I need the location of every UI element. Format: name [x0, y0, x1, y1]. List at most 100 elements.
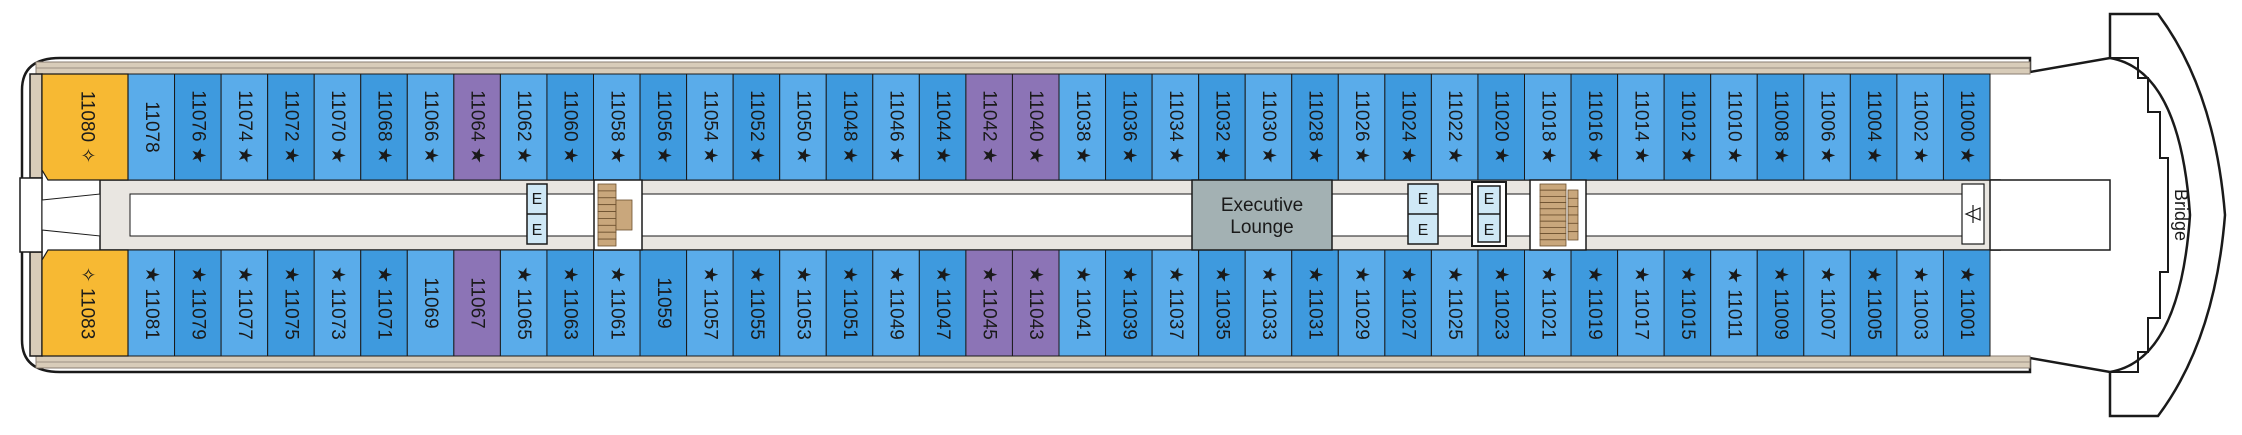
cabin-11034[interactable]: 11034 ★ — [1151, 73, 1200, 181]
cabin-11047[interactable]: ★ 11047 — [918, 249, 967, 357]
cabin-11053[interactable]: ★ 11053 — [779, 249, 827, 357]
cabin-11026[interactable]: 11026 ★ — [1337, 73, 1386, 181]
cabin-11014[interactable]: 11014 ★ — [1617, 73, 1665, 181]
cabin-11000[interactable]: 11000 ★ — [1942, 73, 1991, 181]
cabin-11057[interactable]: ★ 11057 — [686, 249, 734, 357]
cabin-11060[interactable]: 11060 ★ — [546, 73, 595, 181]
cabin-11049[interactable]: ★ 11049 — [872, 249, 920, 357]
cabin-11068[interactable]: 11068 ★ — [360, 73, 408, 181]
cabin-11043[interactable]: ★ 11043 — [1011, 249, 1060, 357]
cabin-11005[interactable]: ★ 11005 — [1849, 249, 1898, 357]
cabin-11001[interactable]: ★ 11001 — [1942, 249, 1991, 357]
cabin-11077[interactable]: ★ 11077 — [220, 249, 269, 357]
cabin-11061[interactable]: ★ 11061 — [593, 249, 641, 357]
cabin-11052[interactable]: 11052 ★ — [732, 73, 781, 181]
cabin-11007[interactable]: ★ 11007 — [1803, 249, 1851, 357]
cabin-11062[interactable]: 11062 ★ — [499, 73, 548, 181]
cabin-11027[interactable]: ★ 11027 — [1384, 249, 1432, 357]
cabin-number: 11068 ★ — [374, 90, 395, 164]
bow-frame — [2108, 12, 2227, 418]
cabin-11006[interactable]: 11006 ★ — [1803, 73, 1851, 181]
cabin-11021[interactable]: ★ 11021 — [1524, 249, 1572, 357]
cabin-11059[interactable]: 11059 — [639, 249, 688, 357]
cabin-11041[interactable]: ★ 11041 — [1058, 249, 1107, 357]
bottom-cabin-box — [1151, 249, 1200, 357]
cabin-11078[interactable]: 11078 — [127, 73, 176, 181]
cabin-11011[interactable]: ★ 11011 — [1710, 249, 1758, 357]
cabin-11025[interactable]: ★ 11025 — [1430, 249, 1479, 357]
suite-number: ✧ 11083 — [77, 267, 98, 340]
cabin-11067[interactable]: 11067 — [453, 249, 501, 357]
cabin-11009[interactable]: ★ 11009 — [1756, 249, 1805, 357]
cabin-11072[interactable]: 11072 ★ — [267, 73, 315, 181]
cabin-number: ★ 11055 — [746, 266, 767, 340]
cabin-11040[interactable]: 11040 ★ — [1011, 73, 1060, 181]
bow-walkway — [1989, 179, 2111, 251]
bottom-cabin-box — [1011, 249, 1060, 357]
cabin-11030[interactable]: 11030 ★ — [1244, 73, 1293, 181]
top-cabin-box — [965, 73, 1013, 181]
cabin-number: ★ 11001 — [1956, 266, 1977, 340]
cabin-11038[interactable]: 11038 ★ — [1058, 73, 1107, 181]
suite-11080[interactable]: 11080 ✧ — [41, 73, 129, 181]
stair-step — [597, 211, 617, 219]
cabin-11054[interactable]: 11054 ★ — [686, 73, 734, 181]
cabin-11039[interactable]: ★ 11039 — [1105, 249, 1153, 357]
cabin-11032[interactable]: 11032 ★ — [1198, 73, 1246, 181]
cabin-11015[interactable]: ★ 11015 — [1663, 249, 1712, 357]
cabin-number: ★ 11077 — [234, 266, 255, 340]
cabin-11019[interactable]: ★ 11019 — [1570, 249, 1619, 357]
cabin-11070[interactable]: 11070 ★ — [313, 73, 362, 181]
cabin-11055[interactable]: ★ 11055 — [732, 249, 781, 357]
cabin-11010[interactable]: 11010 ★ — [1710, 73, 1758, 181]
cabin-11071[interactable]: ★ 11071 — [360, 249, 408, 357]
cabin-11008[interactable]: 11008 ★ — [1756, 73, 1805, 181]
cabin-11044[interactable]: 11044 ★ — [918, 73, 967, 181]
cabin-11073[interactable]: ★ 11073 — [313, 249, 362, 357]
cabin-11063[interactable]: ★ 11063 — [546, 249, 595, 357]
cabin-11037[interactable]: ★ 11037 — [1151, 249, 1200, 357]
cabin-11017[interactable]: ★ 11017 — [1617, 249, 1665, 357]
stair-step — [1567, 197, 1579, 208]
cabin-11003[interactable]: ★ 11003 — [1896, 249, 1944, 357]
cabin-11064[interactable]: 11064 ★ — [453, 73, 501, 181]
cabin-11028[interactable]: 11028 ★ — [1291, 73, 1339, 181]
cabin-11065[interactable]: ★ 11065 — [499, 249, 548, 357]
cabin-11075[interactable]: ★ 11075 — [267, 249, 315, 357]
cabin-11050[interactable]: 11050 ★ — [779, 73, 827, 181]
cabin-11023[interactable]: ★ 11023 — [1477, 249, 1525, 357]
cabin-11020[interactable]: 11020 ★ — [1477, 73, 1525, 181]
cabin-number: ★ 11037 — [1165, 266, 1186, 340]
cabin-11024[interactable]: 11024 ★ — [1384, 73, 1432, 181]
cabin-11029[interactable]: ★ 11029 — [1337, 249, 1386, 357]
cabin-11048[interactable]: 11048 ★ — [825, 73, 874, 181]
suite-11083[interactable]: ✧ 11083 — [41, 249, 129, 357]
cabin-11018[interactable]: 11018 ★ — [1524, 73, 1572, 181]
cabin-11081[interactable]: ★ 11081 — [127, 249, 176, 357]
cabin-11079[interactable]: ★ 11079 — [174, 249, 222, 357]
cabin-11058[interactable]: 11058 ★ — [593, 73, 641, 181]
cabin-11036[interactable]: 11036 ★ — [1105, 73, 1153, 181]
executive-lounge[interactable]: Executive Lounge — [1191, 179, 1333, 251]
cabin-11056[interactable]: 11056 ★ — [639, 73, 688, 181]
cabin-11002[interactable]: 11002 ★ — [1896, 73, 1944, 181]
cabin-11033[interactable]: ★ 11033 — [1244, 249, 1293, 357]
cabin-11069[interactable]: 11069 — [406, 249, 455, 357]
cabin-11074[interactable]: 11074 ★ — [220, 73, 269, 181]
cabin-11076[interactable]: 11076 ★ — [174, 73, 222, 181]
cabin-11031[interactable]: ★ 11031 — [1291, 249, 1339, 357]
cabin-11046[interactable]: 11046 ★ — [872, 73, 920, 181]
top-cabin-box — [1430, 73, 1479, 181]
cabin-11066[interactable]: 11066 ★ — [406, 73, 455, 181]
cabin-11022[interactable]: 11022 ★ — [1430, 73, 1479, 181]
cabin-11012[interactable]: 11012 ★ — [1663, 73, 1712, 181]
stair-step — [1539, 189, 1567, 197]
cabin-11004[interactable]: 11004 ★ — [1849, 73, 1898, 181]
cabin-11035[interactable]: ★ 11035 — [1198, 249, 1246, 357]
cabin-11042[interactable]: 11042 ★ — [965, 73, 1013, 181]
cabin-11051[interactable]: ★ 11051 — [825, 249, 874, 357]
cabin-11045[interactable]: ★ 11045 — [965, 249, 1013, 357]
cabin-number: ★ 11057 — [699, 266, 720, 340]
cabin-11016[interactable]: 11016 ★ — [1570, 73, 1619, 181]
